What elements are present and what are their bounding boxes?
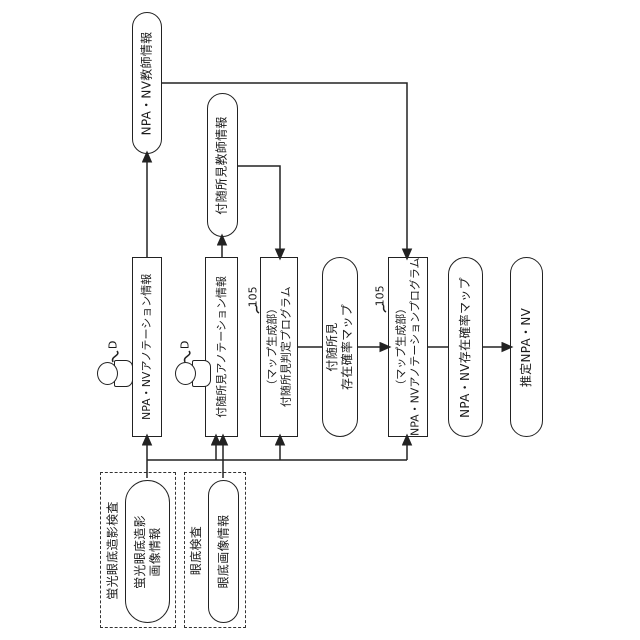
doctor-icon-head	[175, 362, 196, 385]
group-label: 眼底検査	[189, 525, 204, 575]
node-label: 蛍光眼底造影 画像情報	[132, 514, 162, 589]
group-label: 蛍光眼底造影検査	[105, 500, 120, 600]
node-label: 付随所見アノテーション情報	[214, 276, 228, 418]
ref-number-text: 105	[373, 285, 387, 307]
doctor-leader-squiggle	[183, 350, 191, 363]
node-label: 付随所見教師情報	[215, 115, 229, 215]
node-incidental-findings-judgment-program: （マップ生成部） 付随所見判定プログラム	[260, 257, 298, 437]
ref-number-text: 105	[246, 286, 260, 308]
group-fluorescein-exam: 蛍光眼底造影検査 蛍光眼底造影 画像情報	[100, 472, 176, 628]
node-label: NPA・NV存在確率マップ	[458, 276, 472, 418]
group-label-container: 眼底検査	[186, 473, 208, 627]
node-label: NPA・NV教師情報	[139, 31, 154, 135]
node-fluorescein-image-info: 蛍光眼底造影 画像情報	[125, 480, 170, 623]
node-incidental-findings-teacher-info: 付随所見教師情報	[207, 93, 238, 237]
node-incidental-findings-probability-map: 付随所見 存在確率マップ	[322, 257, 358, 437]
node-label: 眼底画像情報	[216, 514, 230, 589]
node-label: （マップ生成部） 付随所見判定プログラム	[265, 286, 293, 408]
group-label-container: 蛍光眼底造影検査	[102, 473, 124, 627]
node-npa-nv-annotation-program: （マップ生成部） NPA・NVアノテーションプログラム	[388, 257, 428, 437]
node-label: （マップ生成部） NPA・NVアノテーションプログラム	[394, 257, 422, 437]
doctor-label-text: D	[106, 340, 120, 349]
group-fundus-exam: 眼底検査 眼底画像情報	[184, 472, 246, 628]
node-npa-nv-teacher-info: NPA・NV教師情報	[132, 12, 162, 154]
ref-105-right: 105	[373, 283, 388, 309]
node-label: NPA・NVアノテーション情報	[140, 273, 154, 421]
doctor-label-text: D	[178, 340, 192, 349]
node-npa-nv-probability-map: NPA・NV存在確率マップ	[448, 257, 483, 437]
doctor-icon-head	[97, 362, 118, 385]
node-label: 付随所見 存在確率マップ	[325, 303, 355, 391]
node-fundus-image-info: 眼底画像情報	[208, 480, 239, 623]
node-estimated-npa-nv: 推定NPA・NV	[510, 257, 543, 437]
ref-105-left: 105	[246, 284, 261, 310]
node-incidental-findings-annotation-info: 付随所見アノテーション情報	[205, 257, 238, 437]
node-npa-nv-annotation-info: NPA・NVアノテーション情報	[132, 257, 162, 437]
doctor-label-right: D	[178, 337, 192, 352]
node-label: 推定NPA・NV	[519, 307, 533, 387]
doctor-label-left: D	[106, 337, 120, 352]
